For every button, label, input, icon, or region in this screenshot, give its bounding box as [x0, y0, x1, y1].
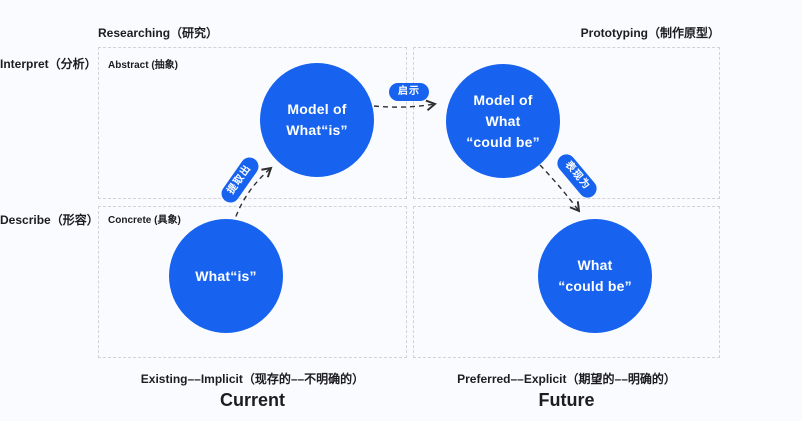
circle-model-of-what-could-be: Model of What “could be” [446, 64, 560, 178]
circle-model-of-what-is: Model of What“is” [260, 63, 374, 177]
circle-text-line: Model of [287, 101, 347, 117]
tag-concrete: Concrete (具象) [108, 215, 181, 226]
circle-what-is: What“is” [169, 219, 283, 333]
header-prototyping: Prototyping（制作原型） [580, 26, 720, 40]
caption-existing-implicit: Existing––Implicit（现存的––不明确的） [140, 372, 365, 386]
circle-text-line: What“is” [195, 267, 257, 284]
caption-preferred-explicit: Preferred––Explicit（期望的––明确的） [457, 372, 676, 386]
circle-text-line: “could be” [466, 133, 540, 150]
axis-label-future: Future [538, 390, 595, 410]
circle-what-could-be: What “could be” [538, 219, 652, 333]
axis-label-current: Current [219, 390, 285, 410]
row-label-interpret: Interpret（分析） [0, 57, 97, 71]
circle-text-line: What [577, 257, 613, 273]
circle-text-line: Model of [473, 91, 533, 108]
circle-text-line: What [485, 112, 521, 129]
row-label-describe: Describe（形容） [0, 213, 99, 227]
circle-text-line: What“is” [286, 122, 348, 138]
circle-text-line: “could be” [558, 278, 632, 294]
tag-abstract: Abstract (抽象) [108, 60, 179, 71]
arrow-label-insight: 启示 [389, 83, 429, 101]
header-researching: Researching（研究） [98, 26, 219, 40]
